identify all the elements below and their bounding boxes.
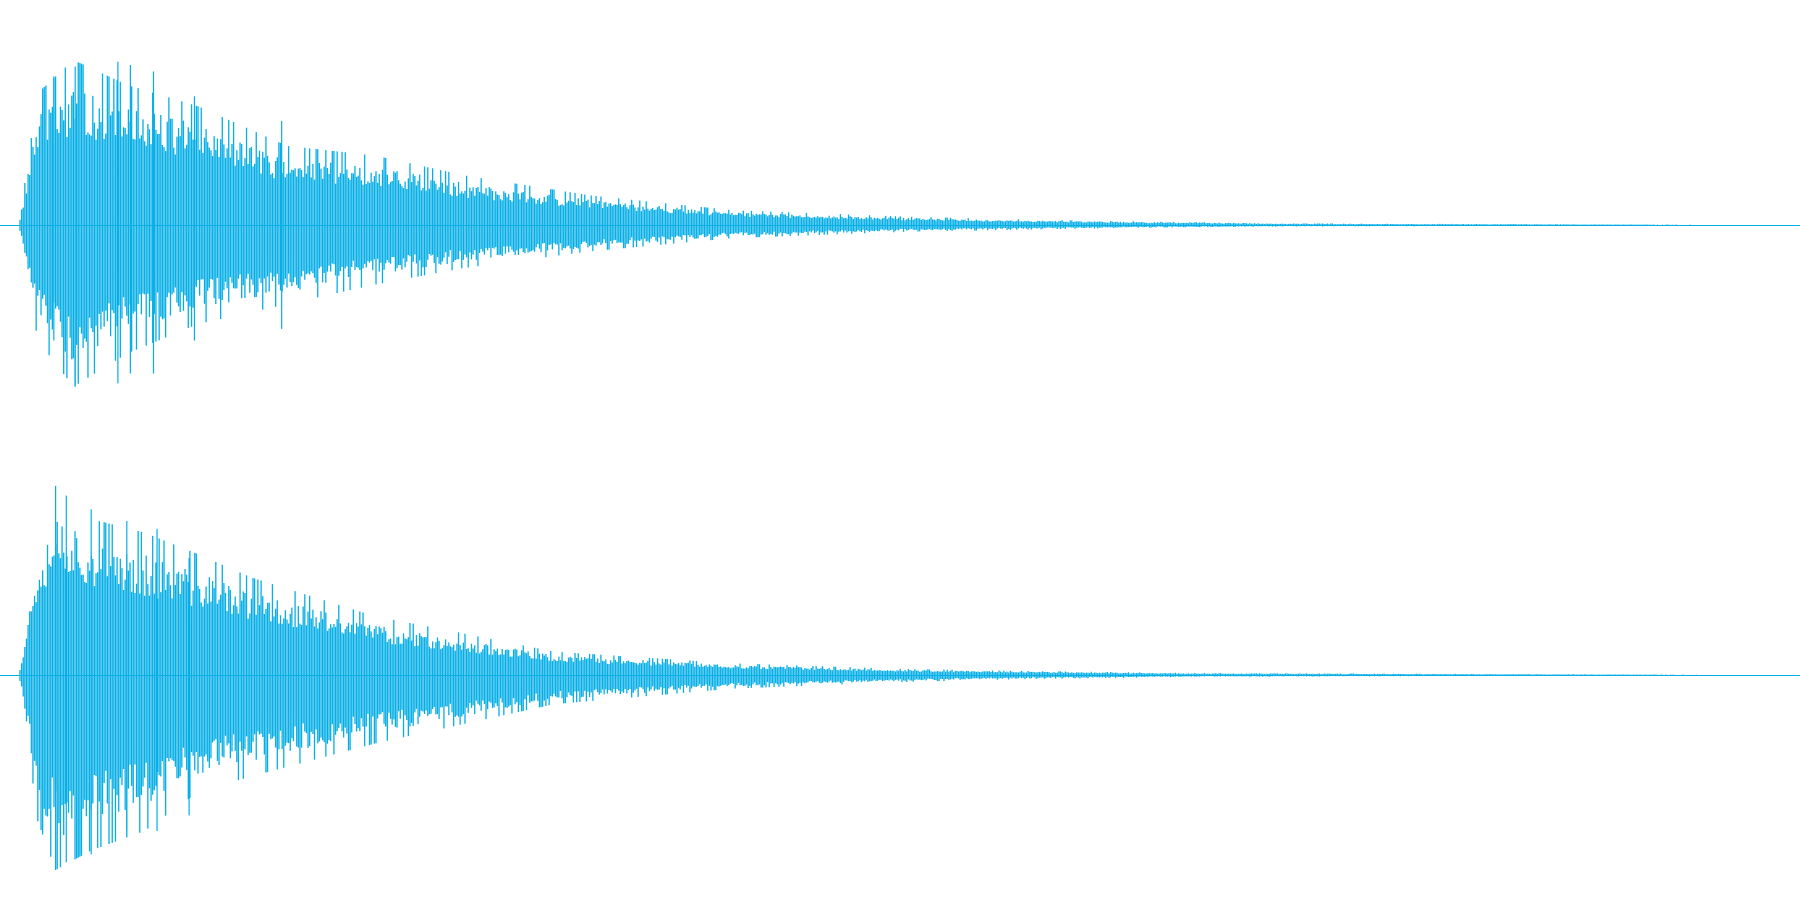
- channel-2-group: [0, 485, 1800, 870]
- channel-1-waveform: [19, 62, 1691, 386]
- channel-1-group: [0, 61, 1800, 387]
- channels-layer: [0, 61, 1800, 870]
- channel-2-waveform: [19, 521, 1698, 870]
